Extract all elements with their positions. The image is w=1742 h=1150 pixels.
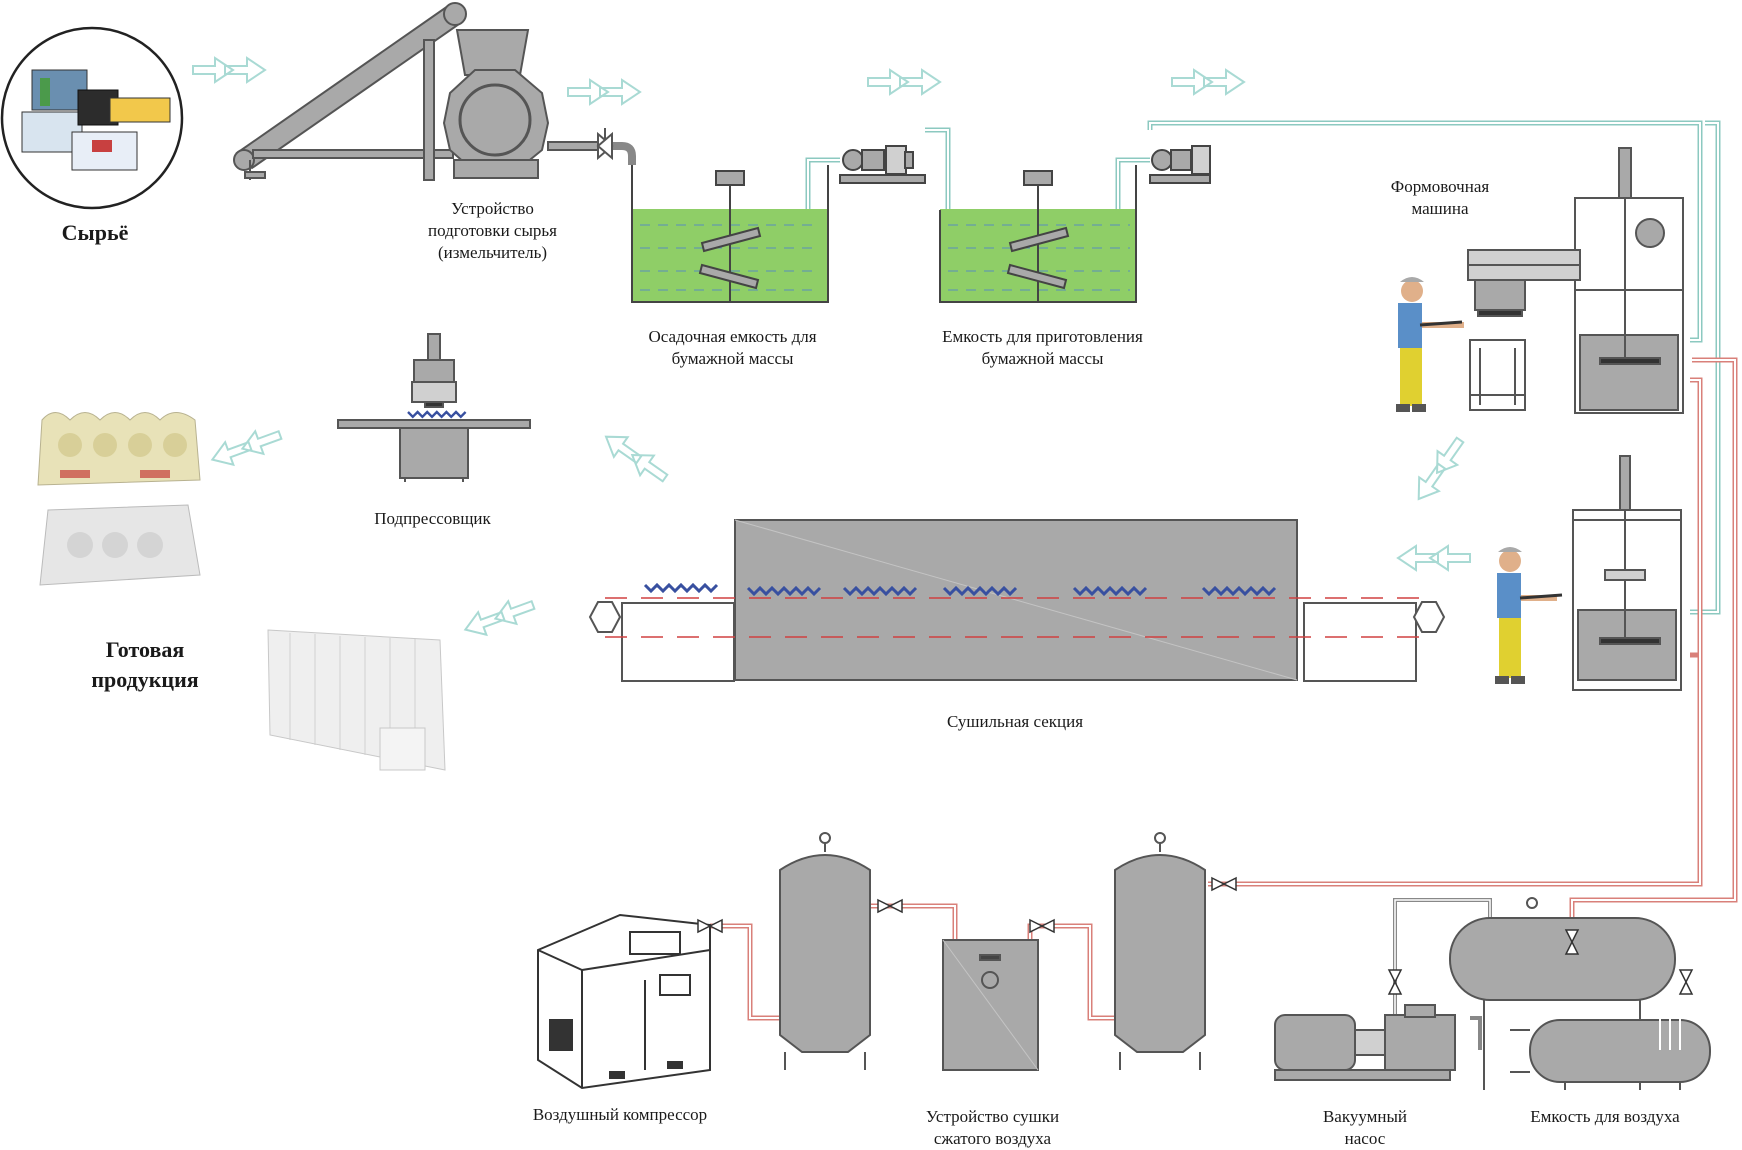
raw-material-label: Сырьё (61, 220, 129, 245)
air-receiver-2 (1114, 832, 1206, 1070)
compressed-air-dryer (942, 939, 1039, 1071)
air-receiver-1 (779, 832, 871, 1070)
settling-tank-label: Осадочная емкость для бумажной массы (648, 327, 817, 368)
hot-press-label: Подпрессовщик (374, 509, 491, 528)
shredder-unit (233, 2, 636, 181)
agitator (1006, 170, 1070, 302)
vacuum-pump-label: Вакуумный насос (1322, 1107, 1408, 1148)
air-compressor-label: Воздушный компрессор (532, 1105, 708, 1124)
forming-machine-top (1467, 147, 1684, 414)
raw-material-circle (0, 26, 184, 210)
shredder-label: Устройство подготовки сырья (измельчител… (428, 199, 557, 262)
vacuum-air-tanks (1449, 897, 1711, 1090)
dryer-label: Сушильная секция (946, 712, 1084, 731)
hot-press (337, 333, 531, 482)
valves (697, 876, 1694, 995)
air-tank-label: Емкость для воздуха (1530, 1107, 1680, 1126)
drying-section (588, 519, 1446, 682)
finished-goods-label: Готовая продукция (91, 637, 199, 692)
worker-top (1396, 277, 1464, 412)
forming-machine-label: Формовочная машина (1390, 177, 1490, 218)
air-dryer-label: Устройство сушки сжатого воздуха (925, 1107, 1060, 1148)
pump (1149, 145, 1211, 184)
paper-bales-icon (21, 69, 171, 171)
pulp-tank (939, 145, 1211, 303)
worker-bottom (1495, 547, 1563, 684)
settling-tank (631, 145, 926, 303)
egg-trays-image (37, 412, 201, 586)
stacked-trays-image (267, 629, 446, 771)
forming-machine-bottom (1572, 455, 1682, 691)
agitator (698, 170, 762, 302)
vacuum-pump (1274, 1004, 1456, 1081)
pulp-tank-label: Емкость для приготовления бумажной массы (942, 327, 1143, 368)
air-compressor (537, 913, 711, 1090)
pump (839, 145, 926, 184)
